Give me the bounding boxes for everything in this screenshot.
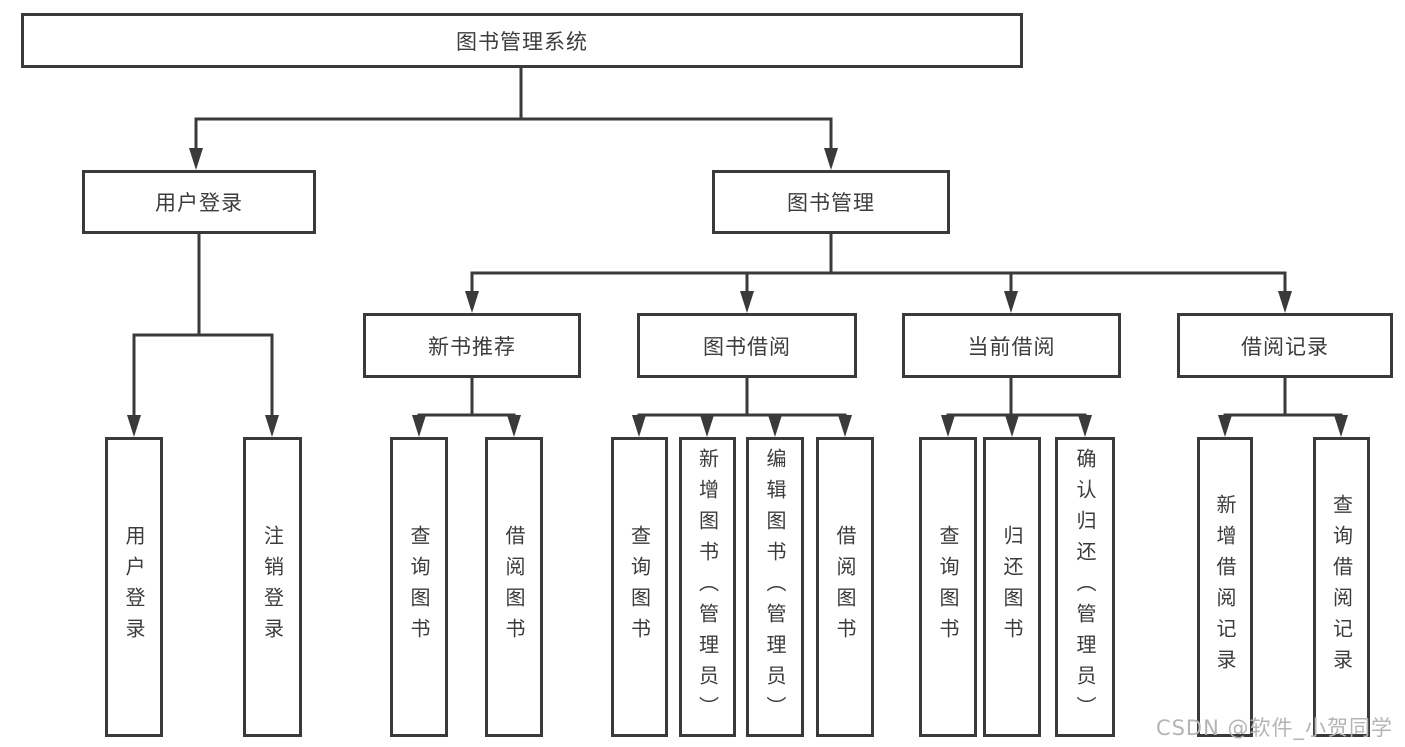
leaf-user-login: 用户登录 bbox=[105, 437, 163, 737]
arrowhead-icon bbox=[189, 148, 203, 170]
leaf-edit-book-admin-label: 编辑图书（管理员） bbox=[763, 447, 787, 727]
arrowhead-icon bbox=[740, 291, 754, 313]
leaf-logout-label: 注销登录 bbox=[260, 525, 285, 649]
leaf-edit-book-admin: 编辑图书（管理员） bbox=[746, 437, 804, 737]
connector-user-login-branch bbox=[132, 234, 274, 417]
leaf-add-book-admin: 新增图书（管理员） bbox=[679, 437, 736, 737]
csdn-watermark: CSDN @软件_小贺同学 bbox=[1155, 716, 1393, 740]
leaf-query-borrow-record: 查询借阅记录 bbox=[1313, 437, 1370, 737]
arrowhead-icon bbox=[824, 148, 838, 170]
arrowhead-icon bbox=[265, 415, 279, 437]
leaf-user-login-label: 用户登录 bbox=[122, 525, 146, 649]
leaf-query-books-3: 查询图书 bbox=[919, 437, 977, 737]
leaf-query-books-1: 查询图书 bbox=[390, 437, 448, 737]
arrowhead-icon bbox=[1278, 291, 1292, 313]
leaf-add-book-admin-label: 新增图书（管理员） bbox=[695, 447, 720, 727]
connector-book-management-branch bbox=[470, 234, 1287, 293]
leaf-query-books-2: 查询图书 bbox=[611, 437, 668, 737]
connector-book-borrowing-branch bbox=[637, 378, 847, 418]
leaf-query-books-1-label: 查询图书 bbox=[407, 525, 431, 649]
leaf-confirm-return-admin-label: 确认归还（管理员） bbox=[1073, 447, 1097, 727]
node-book-borrowing: 图书借阅 bbox=[637, 313, 857, 378]
leaf-add-borrow-record-label: 新增借阅记录 bbox=[1213, 494, 1237, 680]
arrowhead-icon bbox=[768, 415, 782, 437]
arrowhead-icon bbox=[700, 415, 714, 437]
connector-new-book-recommendation-branch bbox=[417, 378, 516, 418]
node-borrowing-records: 借阅记录 bbox=[1177, 313, 1393, 378]
connector-root-branch bbox=[194, 68, 833, 150]
arrowhead-icon bbox=[1004, 291, 1018, 313]
arrowhead-icon bbox=[632, 415, 646, 437]
arrowhead-icon bbox=[127, 415, 141, 437]
arrowhead-icon bbox=[507, 415, 521, 437]
arrowhead-icon bbox=[1334, 415, 1348, 437]
leaf-borrow-books-2-label: 借阅图书 bbox=[833, 525, 857, 649]
leaf-borrow-books-1: 借阅图书 bbox=[485, 437, 543, 737]
node-book-management: 图书管理 bbox=[712, 170, 950, 234]
arrowhead-icon bbox=[838, 415, 852, 437]
arrowhead-icon bbox=[1005, 415, 1019, 437]
leaf-query-books-2-label: 查询图书 bbox=[627, 525, 652, 649]
arrowhead-icon bbox=[412, 415, 426, 437]
arrowhead-icon bbox=[1078, 415, 1092, 437]
leaf-return-books: 归还图书 bbox=[983, 437, 1041, 737]
arrowheads-group bbox=[127, 148, 1348, 437]
leaf-borrow-books-2: 借阅图书 bbox=[816, 437, 874, 737]
leaf-query-books-3-label: 查询图书 bbox=[936, 525, 960, 649]
leaf-confirm-return-admin: 确认归还（管理员） bbox=[1055, 437, 1115, 737]
arrowhead-icon bbox=[465, 291, 479, 313]
node-system-root: 图书管理系统 bbox=[21, 13, 1023, 68]
node-user-login: 用户登录 bbox=[82, 170, 316, 234]
arrowhead-icon bbox=[1218, 415, 1232, 437]
connector-borrowing-records-branch bbox=[1223, 378, 1343, 418]
connector-current-borrowing-branch bbox=[946, 378, 1087, 418]
node-current-borrowing: 当前借阅 bbox=[902, 313, 1121, 378]
arrowhead-icon bbox=[941, 415, 955, 437]
leaf-borrow-books-1-label: 借阅图书 bbox=[502, 525, 526, 649]
leaf-query-borrow-record-label: 查询借阅记录 bbox=[1329, 494, 1354, 680]
leaf-return-books-label: 归还图书 bbox=[1000, 525, 1024, 649]
leaf-add-borrow-record: 新增借阅记录 bbox=[1197, 437, 1253, 737]
node-new-book-recommendation: 新书推荐 bbox=[363, 313, 581, 378]
leaf-logout: 注销登录 bbox=[243, 437, 302, 737]
